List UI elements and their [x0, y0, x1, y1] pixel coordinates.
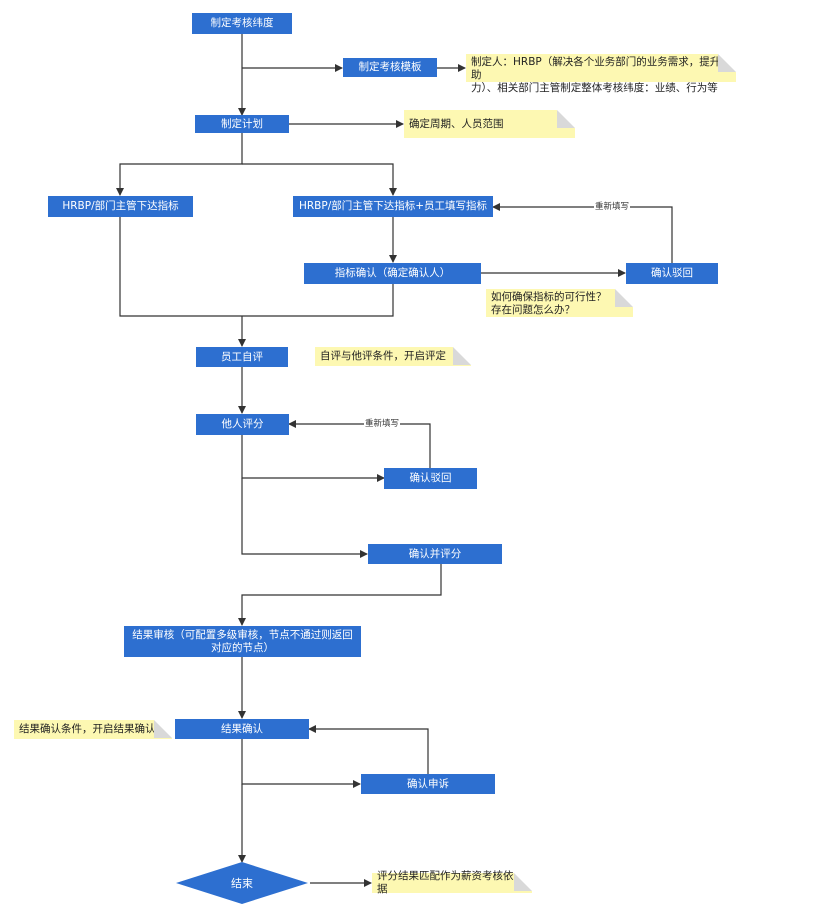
note-template-owner-line1: 制定人：HRBP（解决各个业务部门的业务需求，提升助	[471, 56, 721, 81]
edge-n6-merge	[242, 284, 394, 317]
node-confirm-reject-2[interactable]: 确认驳回	[384, 468, 477, 489]
node-assign-indicators[interactable]: HRBP/部门主管下达指标	[48, 196, 193, 217]
edge-label-refill-1: 重新填写	[594, 202, 631, 212]
edge-n9-n10	[241, 435, 385, 482]
note-fold-icon	[623, 289, 633, 299]
edge-n11-n12	[238, 564, 442, 626]
note-result-confirm-conditions-text: 结果确认条件，开启结果确认	[19, 723, 156, 735]
note-fold-icon	[726, 54, 736, 64]
node-make-plan[interactable]: 制定计划	[195, 115, 289, 133]
edge-n4-merge	[119, 217, 242, 317]
edge-label-refill-2: 重新填写	[364, 419, 401, 429]
node-set-assessment-dimension[interactable]: 制定考核纬度	[192, 13, 292, 34]
edge-split-n5	[242, 163, 397, 196]
node-create-template[interactable]: 制定考核模板	[343, 58, 437, 77]
edge-n10-n9	[288, 420, 431, 468]
edge-n9-n11	[241, 478, 368, 558]
note-template-owner-line2: 力）、相关部门主管制定整体考核纬度：业绩、行为等	[471, 82, 718, 94]
node-result-confirm[interactable]: 结果确认	[175, 719, 309, 739]
note-indicator-feasibility: 如何确保指标的可行性？ 存在问题怎么办？	[486, 289, 633, 317]
note-fold-icon	[565, 110, 575, 120]
node-indicator-confirm[interactable]: 指标确认（确定确认人）	[304, 263, 481, 284]
note-evaluation-conditions-text: 自评与他评条件，开启评定	[320, 350, 446, 362]
node-result-review[interactable]: 结果审核（可配置多级审核，节点不通过则返回 对应的节点）	[124, 626, 361, 657]
node-peer-scoring[interactable]: 他人评分	[196, 414, 289, 435]
node-confirm-reject-1[interactable]: 确认驳回	[626, 263, 718, 284]
node-result-review-line2: 对应的节点）	[211, 641, 274, 654]
note-plan-scope-text: 确定周期、人员范围	[409, 117, 504, 130]
node-result-review-line1: 结果审核（可配置多级审核，节点不通过则返回	[132, 628, 353, 641]
edge-n7-n5	[492, 203, 673, 263]
note-plan-scope: 确定周期、人员范围	[404, 110, 575, 138]
note-salary-basis-text: 评分结果匹配作为薪资考核依据	[377, 870, 514, 895]
note-indicator-feasibility-line2: 存在问题怎么办？	[491, 304, 575, 316]
note-template-owner: 制定人：HRBP（解决各个业务部门的业务需求，提升助 力）、相关部门主管制定整体…	[466, 54, 736, 94]
note-indicator-feasibility-line1: 如何确保指标的可行性？	[491, 291, 607, 303]
note-evaluation-conditions: 自评与他评条件，开启评定	[315, 347, 471, 366]
note-fold-icon	[522, 873, 532, 883]
end-diamond[interactable]	[176, 862, 308, 904]
edge-n13-n14	[241, 739, 361, 788]
node-assign-and-fill-indicators[interactable]: HRBP/部门主管下达指标+员工填写指标	[293, 196, 493, 217]
end-label[interactable]: 结束	[231, 877, 253, 890]
node-confirm-appeal[interactable]: 确认申诉	[361, 774, 495, 794]
edge-n3-split	[116, 133, 243, 196]
note-result-confirm-conditions: 结果确认条件，开启结果确认	[14, 720, 172, 739]
note-fold-icon	[461, 347, 471, 357]
node-self-evaluation[interactable]: 员工自评	[196, 347, 288, 367]
note-salary-basis: 评分结果匹配作为薪资考核依据	[372, 870, 532, 895]
node-confirm-and-score[interactable]: 确认并评分	[368, 544, 502, 564]
note-fold-icon	[162, 720, 172, 730]
edge-n14-n13	[308, 725, 429, 774]
